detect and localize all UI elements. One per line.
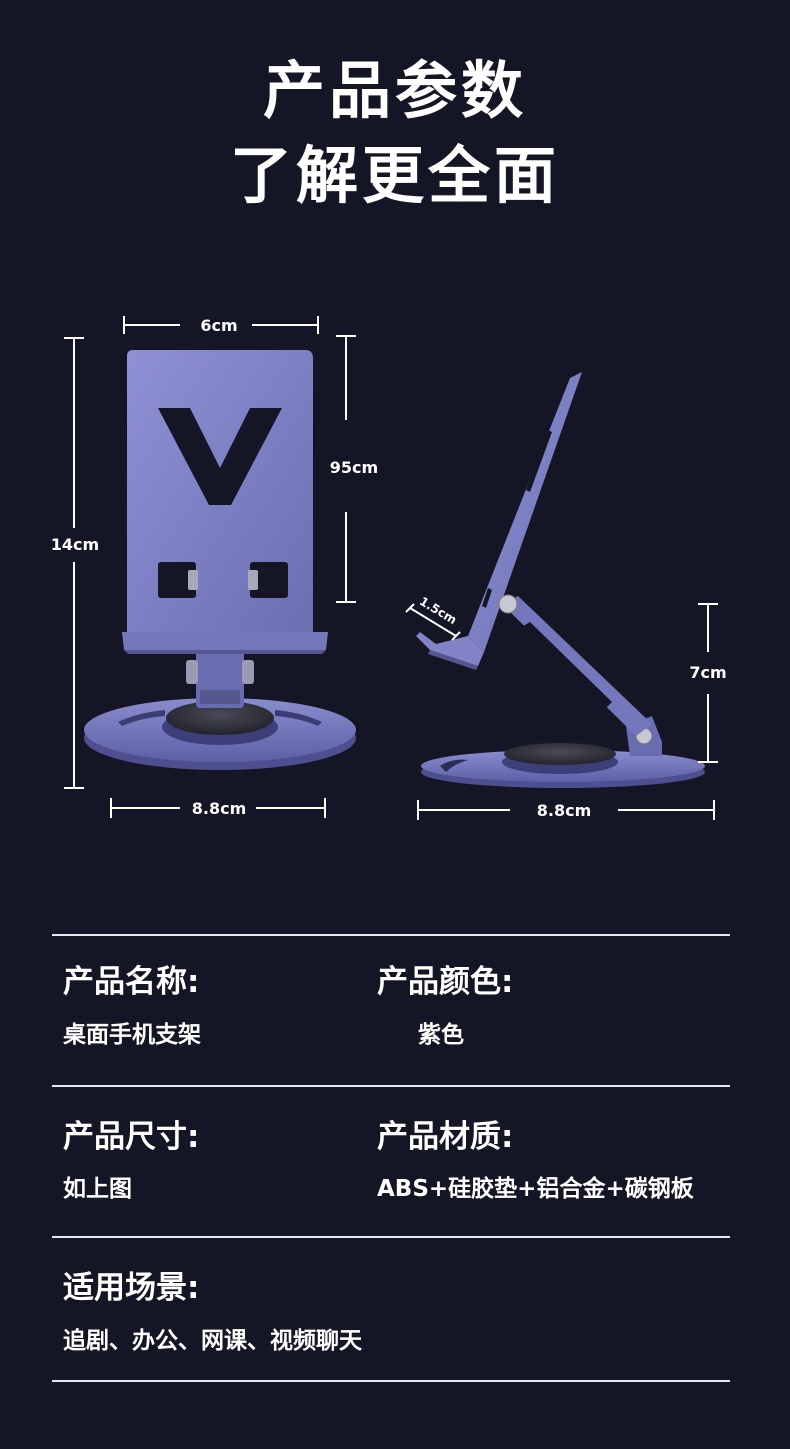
title-line-1: 产品参数 — [262, 54, 527, 127]
front-base-label: 8.8cm — [192, 799, 247, 818]
product-dimension-diagram: 6cm 14cm 95cm 8.8cm — [51, 316, 727, 820]
spec-color-label: 产品颜色: — [377, 964, 514, 1000]
spec-size-value: 如上图 — [63, 1176, 132, 1202]
spec-color-value: 紫色 — [418, 1022, 464, 1048]
side-height-label: 7cm — [689, 663, 726, 682]
side-view-stand — [416, 372, 705, 788]
divider-1 — [52, 934, 730, 936]
spec-name-label: 产品名称: — [63, 964, 200, 1000]
divider-3 — [52, 1236, 730, 1238]
spec-name-value: 桌面手机支架 — [63, 1022, 201, 1048]
divider-4 — [52, 1380, 730, 1382]
front-view-stand — [84, 350, 356, 770]
spec-usage-label: 适用场景: — [63, 1270, 200, 1306]
plate-height-label: 95cm — [330, 458, 378, 477]
spec-material-label: 产品材质: — [377, 1119, 514, 1155]
front-width-label: 6cm — [200, 316, 237, 335]
front-height-label: 14cm — [51, 535, 99, 554]
lip-length-label: 1.5cm — [417, 594, 459, 627]
side-base-label: 8.8cm — [537, 801, 592, 820]
divider-2 — [52, 1085, 730, 1087]
spec-material-value: ABS+硅胶垫+铝合金+碳钢板 — [377, 1176, 694, 1202]
spec-size-label: 产品尺寸: — [63, 1119, 200, 1155]
title-line-2: 了解更全面 — [229, 139, 560, 212]
spec-usage-value: 追剧、办公、网课、视频聊天 — [63, 1328, 362, 1354]
